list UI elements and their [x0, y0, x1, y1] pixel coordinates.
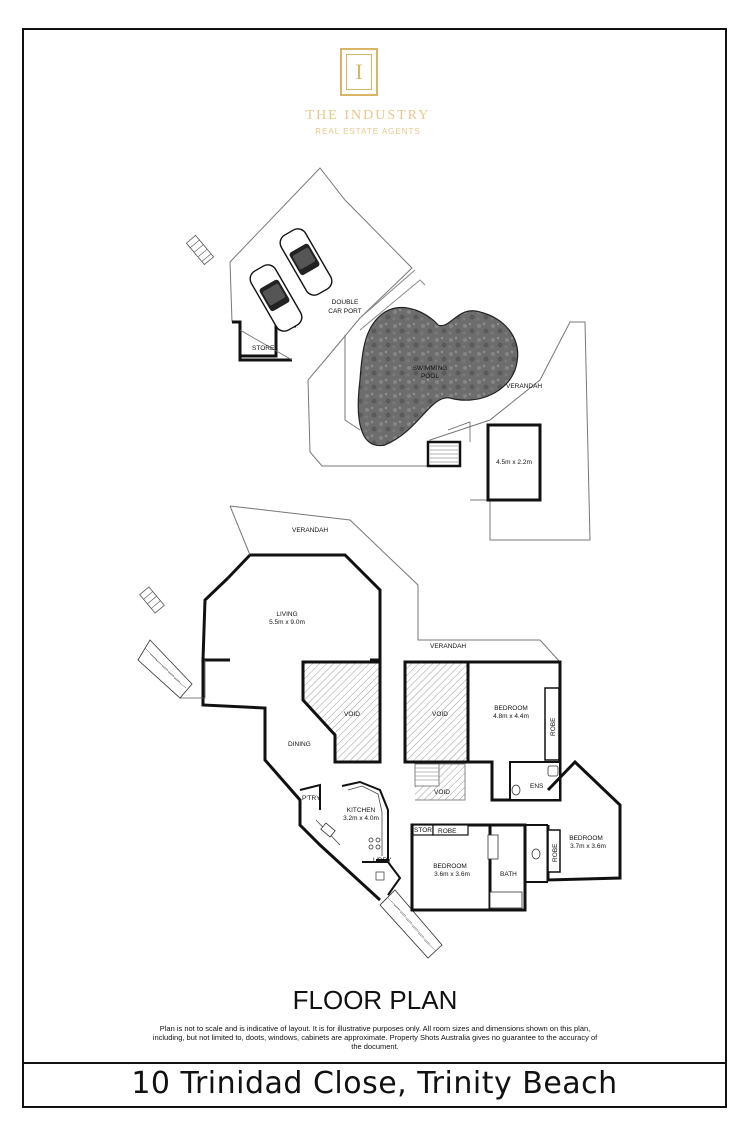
- kitchen-label: KITCHEN: [347, 807, 376, 814]
- upper-room-dim: 4.5m x 2.2m: [496, 459, 532, 466]
- verandah-mid-label: VERANDAH: [430, 643, 466, 650]
- void-1-label: VOID: [344, 711, 360, 718]
- logo-emblem: I: [340, 48, 378, 96]
- bedroom-2-dim: 3.6m x 3.6m: [434, 871, 470, 878]
- address-band: 10 Trinidad Close, Trinity Beach: [24, 1062, 725, 1106]
- pool-label-2: POOL: [421, 373, 439, 380]
- disclaimer-text: Plan is not to scale and is indicative o…: [152, 1024, 598, 1051]
- bath-label: BATH: [500, 871, 517, 878]
- main-bedroom-dim: 4.8m x 4.4m: [493, 713, 529, 720]
- laundry-label: L'DRY: [373, 857, 392, 864]
- kitchen-dim: 3.2m x 4.0m: [343, 815, 379, 822]
- verandah-top-label: VERANDAH: [292, 527, 328, 534]
- west-wall: [201, 660, 382, 902]
- dining-label: DINING: [288, 741, 311, 748]
- robe-1-label: ROBE: [550, 717, 557, 736]
- void-3-label: VOID: [434, 789, 450, 796]
- bedroom-3-label: BEDROOM: [569, 835, 603, 842]
- upper-room: [486, 423, 542, 502]
- ensuite-label: ENS: [530, 783, 544, 790]
- car-icon: [279, 228, 333, 296]
- robe-3: [547, 829, 561, 873]
- car-icon: [249, 264, 303, 332]
- logo-letter: I: [346, 54, 372, 90]
- living-dim: 5.5m x 9.0m: [269, 619, 305, 626]
- stairs-icon: [185, 234, 215, 266]
- bath-walls: [490, 823, 527, 912]
- robe-1: [544, 687, 560, 761]
- pantry-label: P'TRY: [302, 795, 321, 802]
- main-bedroom-label: BEDROOM: [494, 705, 528, 712]
- living-walls: [201, 553, 382, 662]
- lower-level: VERANDAH VERANDAH LIVING 5.5m x 9.0m DIN…: [137, 505, 622, 959]
- robe-2: [432, 824, 469, 836]
- robe-2-label: ROBE: [438, 828, 457, 835]
- bedroom-2-label: BEDROOM: [433, 863, 467, 870]
- floor-plan-title: FLOOR PLAN: [292, 985, 458, 1015]
- void-1: [301, 660, 382, 764]
- page-frame: 10 Trinidad Close, Trinity Beach: [22, 28, 727, 1108]
- upper-store-label: STORE: [252, 345, 275, 352]
- robe-3-label: ROBE: [552, 843, 559, 862]
- logo-name: THE INDUSTRY: [305, 108, 431, 123]
- upper-verandah-label: VERANDAH: [506, 383, 542, 390]
- stairs-icon: [139, 586, 165, 614]
- upper-level: STORE DOUBLE CAR PORT SWIMMING POOL VERA…: [185, 167, 591, 541]
- swimming-pool: [357, 307, 519, 447]
- cooktop-icon: [368, 837, 381, 850]
- logo-subtitle: REAL ESTATE AGENTS: [315, 127, 421, 136]
- carport-label-2: CAR PORT: [328, 308, 361, 315]
- entry-stairs: [137, 639, 206, 699]
- pool-label-1: SWIMMING: [413, 365, 448, 372]
- carport-label-1: DOUBLE: [332, 299, 359, 306]
- kitchen-bench: [341, 780, 389, 861]
- rear-stairs: [379, 889, 443, 959]
- property-address: 10 Trinidad Close, Trinity Beach: [131, 1066, 618, 1101]
- lower-store-label: STORE: [414, 827, 437, 834]
- bedroom-3-dim: 3.7m x 3.6m: [570, 843, 606, 850]
- agency-logo: I THE INDUSTRY REAL ESTATE AGENTS: [300, 46, 436, 141]
- living-label: LIVING: [276, 611, 297, 618]
- void-2-label: VOID: [432, 711, 448, 718]
